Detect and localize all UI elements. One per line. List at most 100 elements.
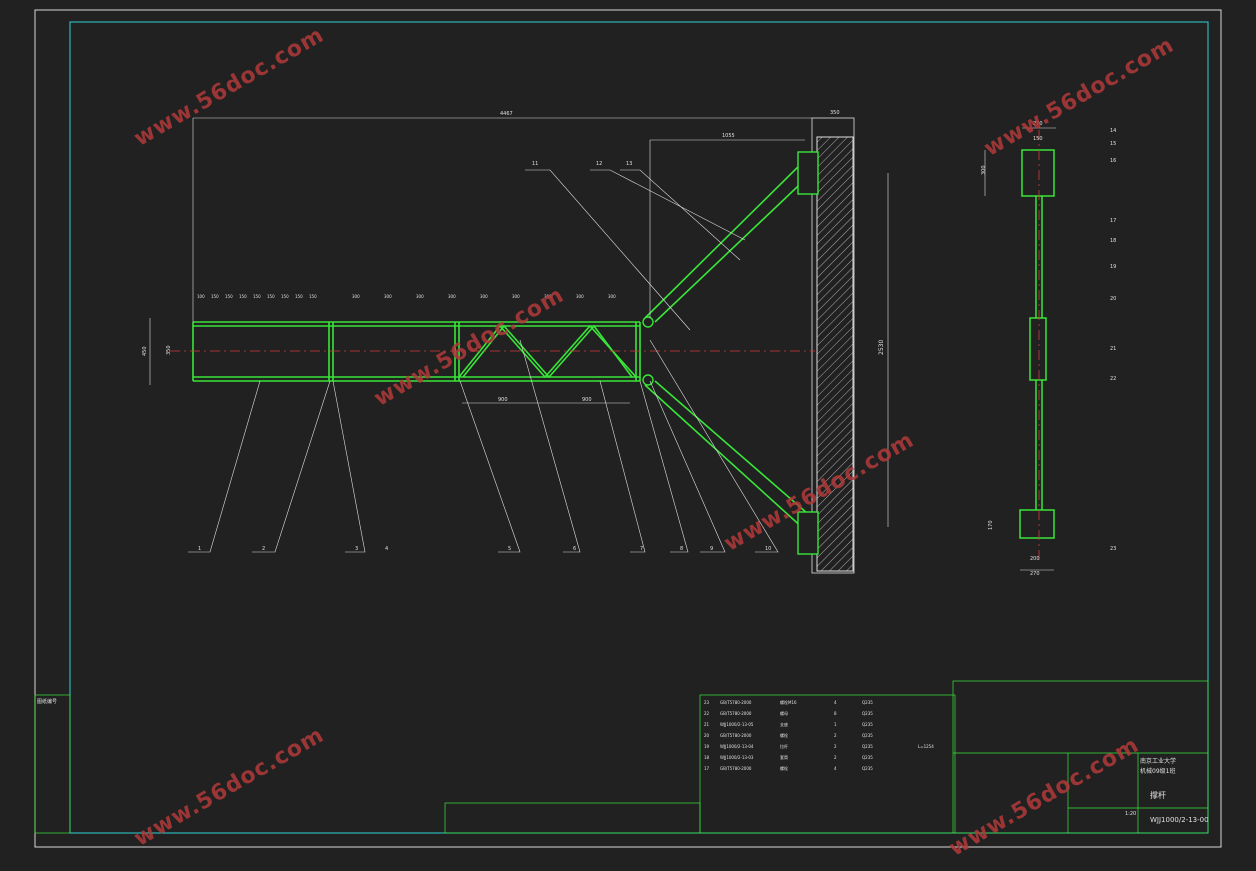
wall-column-outline (811, 117, 855, 574)
scale-label: 1:20 (1125, 811, 1136, 817)
dim-tick: 150 (295, 294, 303, 299)
dim-tick: 300 (416, 294, 424, 299)
dim-tick: 150 (267, 294, 275, 299)
dim-wall: 350 (830, 110, 840, 116)
callout-label: 5 (508, 546, 511, 552)
bom-code: WJJ1000/2-13-05 (720, 722, 754, 727)
bom-no: 21 (704, 722, 710, 727)
callout-label: 11 (532, 161, 538, 167)
dim-tick: 150 (309, 294, 317, 299)
inner-frame (69, 21, 1209, 834)
drawing-number: WJJ1000/2-13-00 (1150, 816, 1209, 824)
side-dim-plate: 300 (981, 165, 987, 175)
side-view (1019, 149, 1055, 539)
bom-mat: Q235 (862, 700, 873, 705)
diagonal-struts (644, 159, 816, 531)
side-callout-label: 16 (1110, 158, 1116, 164)
dim-panel: 900 (582, 397, 592, 403)
bom-qty: 2 (834, 755, 837, 760)
side-dim-bottom-inner: 200 (1030, 556, 1040, 562)
side-dim-bottom-height: 170 (988, 520, 994, 530)
callout-label: 2 (262, 546, 265, 552)
dim-span: 1055 (722, 133, 735, 139)
bom-no: 22 (704, 711, 710, 716)
assembly-name: 撑杆 (1150, 790, 1166, 800)
callout-label: 6 (573, 546, 576, 552)
dim-tick: 150 (211, 294, 219, 299)
bom-code: GB/T5780-2000 (720, 711, 752, 716)
bom-mat: Q235 (862, 722, 873, 727)
wall-column (816, 136, 854, 572)
callout-label: 9 (710, 546, 713, 552)
callout-label: 1 (198, 546, 201, 552)
callout-label: 8 (680, 546, 683, 552)
bom-no: 23 (704, 700, 710, 705)
bom-table (34, 680, 1209, 834)
wall-brackets (642, 151, 819, 555)
bom-name: 支座 (780, 721, 788, 727)
dim-tick: 100 (197, 294, 205, 299)
side-dim-bottom: 270 (1030, 571, 1040, 577)
side-callout-label: 20 (1110, 296, 1116, 302)
bom-mat: Q235 (862, 755, 873, 760)
dim-tick: 300 (384, 294, 392, 299)
callout-label: 7 (640, 546, 643, 552)
bom-code: WJJ1000/2-13-03 (720, 755, 754, 760)
bom-mat: Q235 (862, 733, 873, 738)
bom-note: L=1254 (918, 744, 934, 749)
callout-label: 4 (385, 546, 388, 552)
bom-no: 19 (704, 744, 710, 749)
sheet-label: 机械09级1班 (1140, 767, 1175, 775)
side-callout-label: 17 (1110, 218, 1116, 224)
bom-code: GB/T5780-2000 (720, 700, 752, 705)
callout-label: 3 (355, 546, 358, 552)
bom-no: 18 (704, 755, 710, 760)
dim-tick: 300 (448, 294, 456, 299)
dim-tick: 300 (608, 294, 616, 299)
bom-name: 套筒 (780, 754, 788, 760)
dim-tick: 300 (512, 294, 520, 299)
callout-label: 13 (626, 161, 632, 167)
dim-tick: 150 (253, 294, 261, 299)
bom-name: 拉杆 (780, 743, 788, 749)
bom-qty: 4 (834, 766, 837, 771)
bom-qty: 2 (834, 744, 837, 749)
company-name: 南京工业大学 (1140, 757, 1176, 765)
side-callout-label: 23 (1110, 546, 1116, 552)
bom-name: 螺栓 (780, 732, 788, 738)
callout-label: 12 (596, 161, 602, 167)
bom-mat: Q235 (862, 744, 873, 749)
side-callout-label: 18 (1110, 238, 1116, 244)
side-dim-top-inner: 150 (1033, 136, 1043, 142)
dim-tick: 300 (352, 294, 360, 299)
bom-qty: 8 (834, 711, 837, 716)
side-callout-label: 22 (1110, 376, 1116, 382)
dim-tick: 300 (544, 294, 552, 299)
bom-mat: Q235 (862, 766, 873, 771)
bom-qty: 1 (834, 722, 837, 727)
bom-code: WJJ1000/2-13-04 (720, 744, 754, 749)
side-callout-label: 14 (1110, 128, 1116, 134)
dim-tick: 300 (576, 294, 584, 299)
side-callout-label: 15 (1110, 141, 1116, 147)
bom-qty: 2 (834, 733, 837, 738)
side-dim-top: 270 (1033, 121, 1043, 127)
bom-code: GB/T5780-2000 (720, 733, 752, 738)
callout-label: 10 (765, 546, 771, 552)
dim-overall: 4467 (500, 111, 513, 117)
bom-no: 17 (704, 766, 710, 771)
bom-name: 螺母 (780, 710, 788, 716)
bom-name: 螺栓M16 (780, 699, 797, 705)
dimension-lines (149, 117, 1056, 571)
dim-tick: 150 (281, 294, 289, 299)
dim-tick: 150 (239, 294, 247, 299)
dim-panel: 900 (498, 397, 508, 403)
dim-beam-inner: 350 (166, 345, 172, 355)
side-callout-label: 19 (1110, 264, 1116, 270)
leader-lines (188, 169, 779, 553)
dim-height: 2530 (878, 340, 885, 355)
dim-tick: 300 (480, 294, 488, 299)
truss-beam (192, 321, 641, 382)
